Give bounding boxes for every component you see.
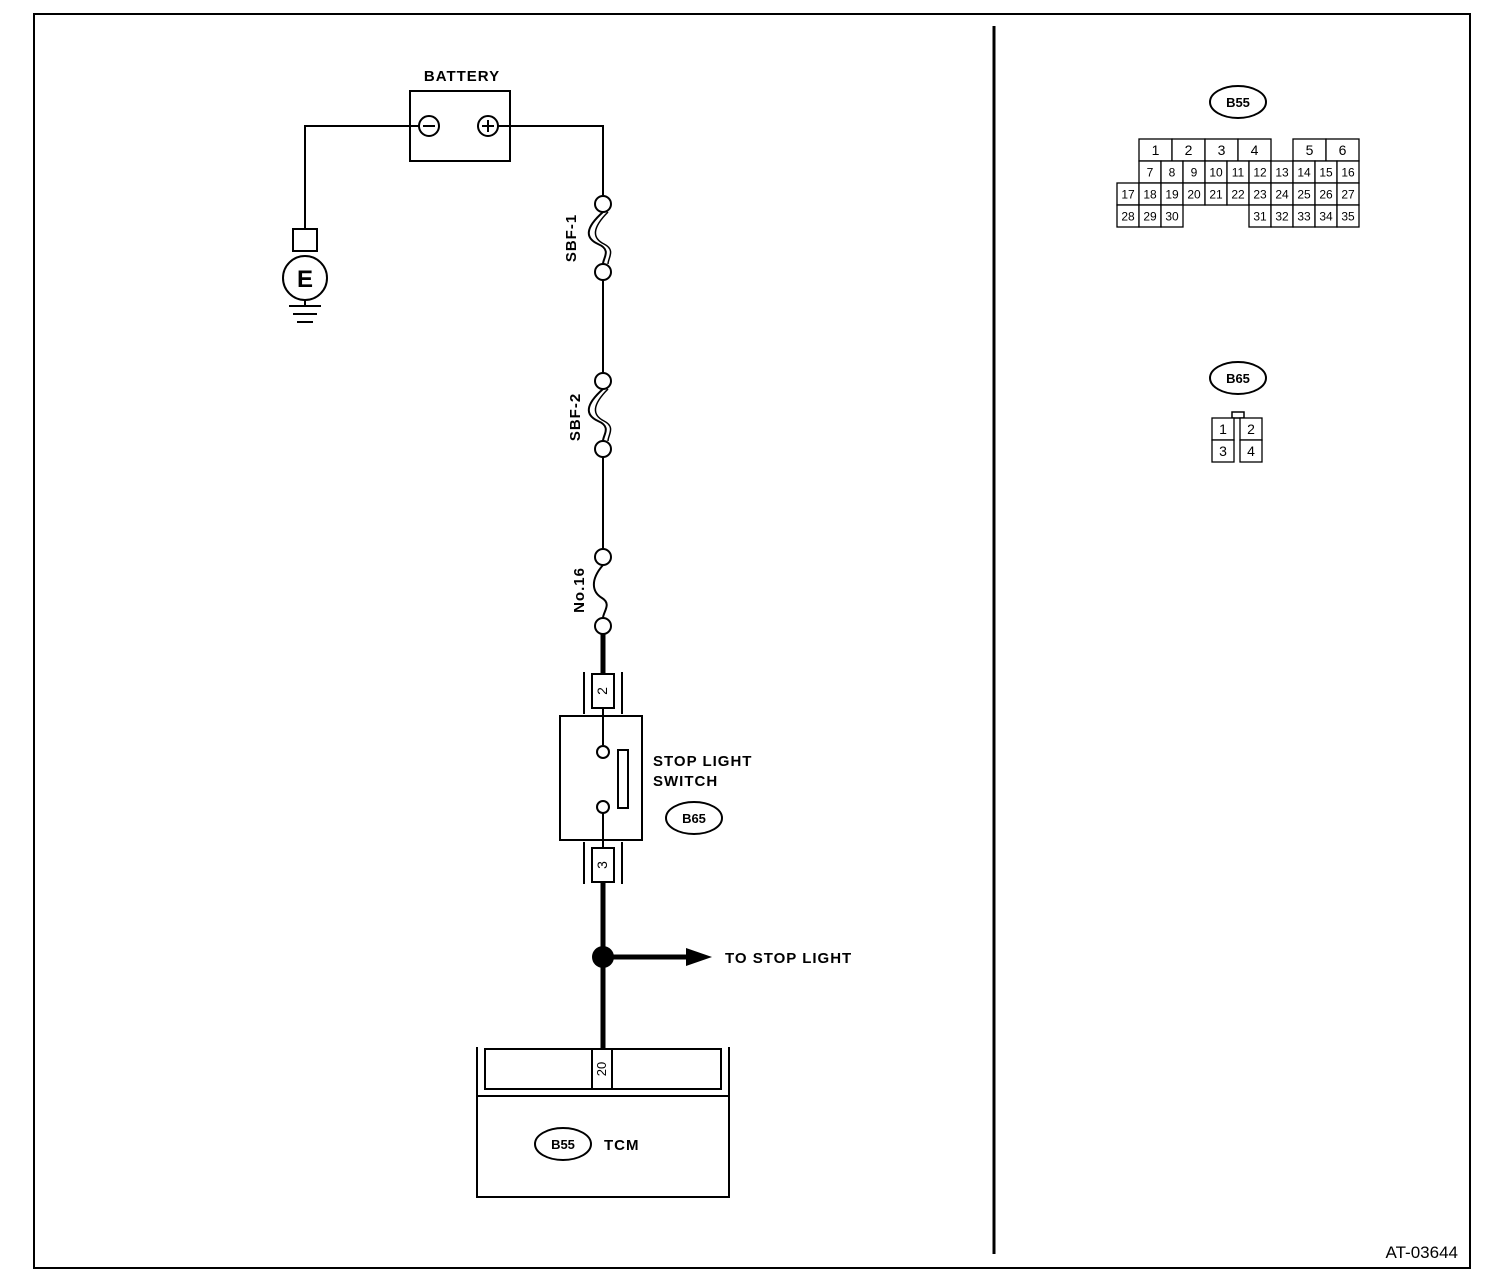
fuse-sbf-2-label: SBF-2 [567, 393, 584, 441]
pin-number: 17 [1121, 187, 1135, 201]
pin-number: 10 [1209, 165, 1223, 179]
fuse-sbf-1: SBF-1 [563, 195, 612, 281]
stop-light-switch: 2 3 STOP LIGHT SWITCH B65 [559, 672, 752, 884]
pin-number: 21 [1209, 187, 1223, 201]
wire-battery-negative [304, 125, 419, 229]
switch-pin-top: 2 [594, 687, 610, 695]
switch-label-line1: STOP LIGHT [653, 753, 752, 770]
pin-number: 22 [1231, 187, 1245, 201]
pin-number: 20 [1187, 187, 1201, 201]
battery-label: BATTERY [424, 68, 500, 85]
figure-reference: AT-03644 [1386, 1243, 1458, 1262]
pin-number: 14 [1297, 165, 1311, 179]
tcm-connector-code: B55 [551, 1137, 575, 1152]
fuse-sbf-1-label: SBF-1 [563, 214, 580, 262]
fuse-no16: No.16 [571, 548, 612, 635]
pin-cell [1336, 204, 1360, 228]
to-stop-light-label: TO STOP LIGHT [725, 950, 852, 967]
pin-number: 25 [1297, 187, 1311, 201]
pin-cell [1160, 204, 1184, 228]
pin-number: 26 [1319, 187, 1333, 201]
tcm-pin: 20 [594, 1062, 609, 1076]
switch-label-line2: SWITCH [653, 773, 718, 790]
pin-number: 18 [1143, 187, 1157, 201]
pin-number: 31 [1253, 209, 1267, 223]
pin-number: 4 [1251, 142, 1259, 158]
pin-number: 1 [1219, 421, 1227, 437]
pin-number: 9 [1191, 165, 1198, 179]
connector-b65-pin-grid: 1 2 3 4 [1211, 417, 1263, 463]
pin-number: 24 [1275, 187, 1289, 201]
arrow-to-stop-light [686, 948, 712, 966]
pin-number: 11 [1232, 165, 1245, 179]
pin-number: 1 [1152, 142, 1160, 158]
pin-number: 28 [1121, 209, 1135, 223]
outer-frame [33, 13, 1471, 1269]
pin-number: 5 [1306, 142, 1314, 158]
switch-pin-bottom: 3 [594, 861, 610, 869]
pin-number: 2 [1185, 142, 1193, 158]
pin-number: 4 [1247, 443, 1255, 459]
ground-symbol: E [282, 228, 328, 323]
battery: BATTERY [409, 68, 511, 162]
tcm: 20 B55 TCM [476, 1047, 730, 1198]
pin-number: 7 [1147, 165, 1154, 179]
pin-number: 32 [1275, 209, 1289, 223]
pin-number: 6 [1339, 142, 1347, 158]
pin-number: 34 [1319, 209, 1333, 223]
pin-number: 3 [1219, 443, 1227, 459]
pin-number: 33 [1297, 209, 1311, 223]
tcm-label: TCM [604, 1137, 640, 1154]
pin-cell [1239, 439, 1263, 463]
wire-battery-positive [498, 125, 604, 195]
pin-number: 30 [1165, 209, 1179, 223]
pin-number: 35 [1341, 209, 1355, 223]
pin-number: 13 [1275, 165, 1289, 179]
connector-b55-label: B55 [1226, 95, 1250, 110]
pin-number: 19 [1165, 187, 1179, 201]
pin-number: 15 [1319, 165, 1333, 179]
fuse-no16-label: No.16 [571, 567, 588, 613]
fuse-sbf-2: SBF-2 [567, 372, 612, 458]
pin-number: 23 [1253, 187, 1267, 201]
pin-number: 8 [1169, 165, 1176, 179]
pin-number: 3 [1218, 142, 1226, 158]
pin-cell [1211, 439, 1235, 463]
switch-connector-code: B65 [682, 811, 706, 826]
pin-number: 16 [1341, 165, 1355, 179]
ground-label: E [297, 266, 313, 293]
connector-b65-view: B65 1 2 3 4 [1209, 361, 1267, 463]
pin-number: 29 [1143, 209, 1157, 223]
pin-number: 27 [1341, 187, 1355, 201]
pin-number: 12 [1253, 165, 1267, 179]
connector-b65-label: B65 [1226, 371, 1250, 386]
pin-number: 2 [1247, 421, 1255, 437]
